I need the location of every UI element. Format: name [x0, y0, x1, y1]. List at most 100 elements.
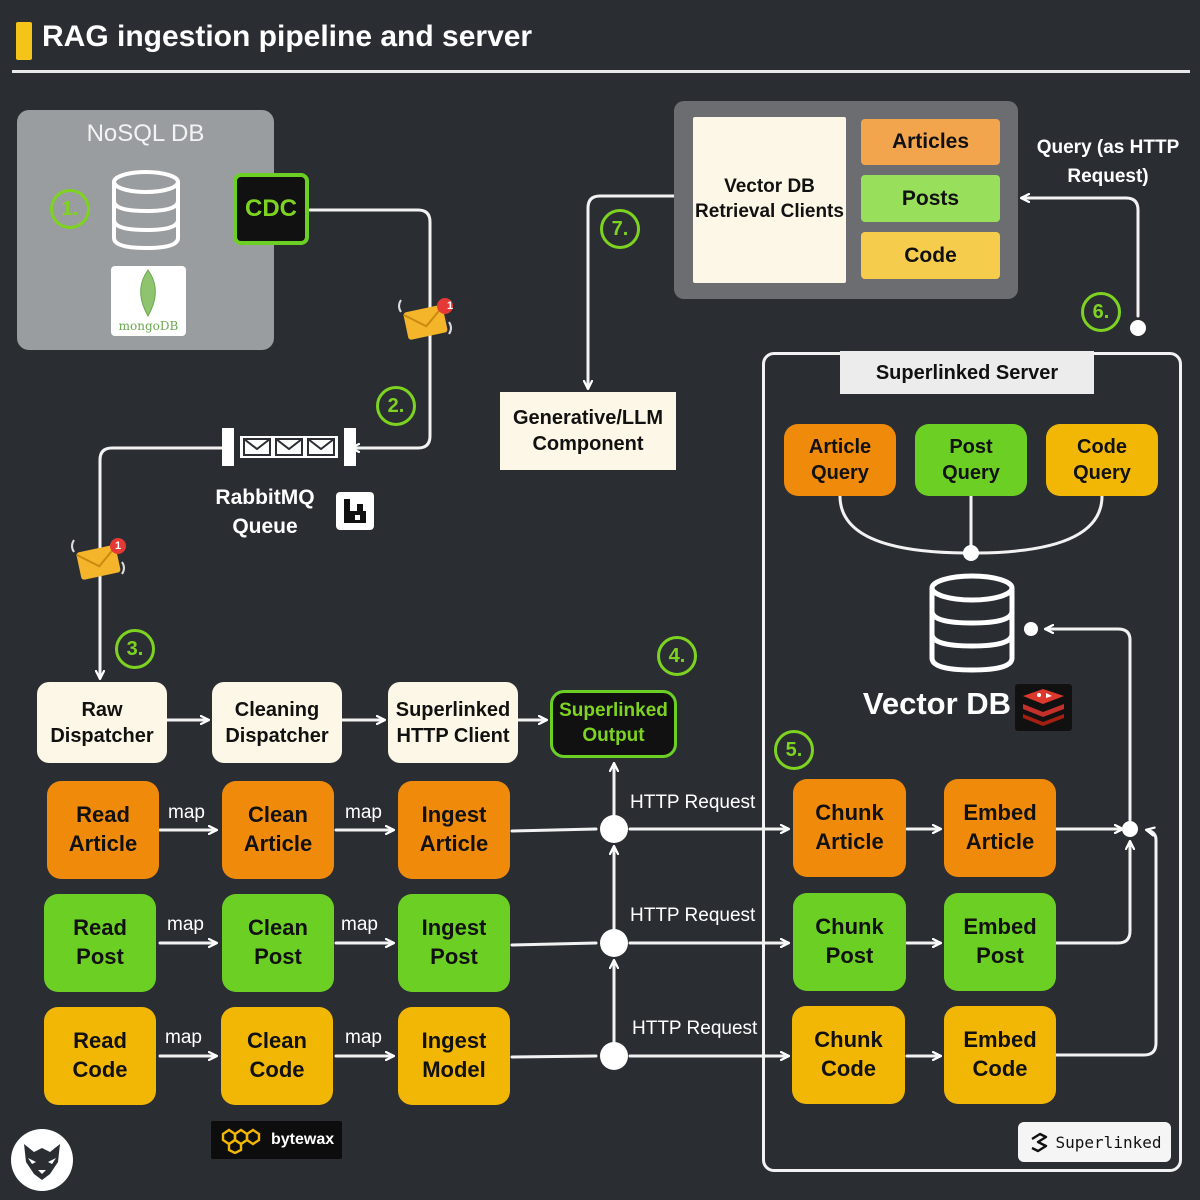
superlinked-logo: Superlinked: [1018, 1122, 1171, 1162]
superlinked-server-title: Superlinked Server: [875, 361, 1059, 384]
posts-client-box: Posts: [861, 175, 1000, 222]
chunk-code-box: Chunk Code: [792, 1006, 905, 1104]
step-7-badge: 7.: [600, 209, 640, 249]
http-client-line1: Superlinked: [395, 698, 511, 721]
chunk-article-line2: Article: [815, 829, 884, 854]
chunk-code-line2: Code: [821, 1056, 876, 1081]
rabbitmq-label-2: Queue: [232, 515, 298, 538]
queue-to-dispatcher-path: [100, 446, 224, 678]
map-label: map: [167, 914, 204, 935]
clean-post-box: Clean Post: [222, 894, 334, 992]
embed-code-box: Embed Code: [944, 1006, 1056, 1104]
embed-post-box: Embed Post: [944, 893, 1056, 991]
code-query-line1: Code: [1077, 436, 1127, 458]
post-query-line2: Query: [942, 462, 1000, 484]
map-label: map: [345, 802, 382, 823]
ingest-article-box: Ingest Article: [398, 781, 510, 879]
bytewax-logo: bytewax: [211, 1121, 342, 1159]
clean-post-line1: Clean: [248, 915, 308, 941]
ingest-model-line2: Model: [422, 1057, 486, 1082]
rabbitmq-logo-icon: [336, 492, 374, 530]
embed-article-line1: Embed: [963, 800, 1037, 826]
map-label: map: [341, 914, 378, 935]
bytewax-wordmark: bytewax: [271, 1131, 335, 1148]
mongodb-wordmark: mongoDB: [118, 319, 179, 333]
embed-article-box: Embed Article: [944, 779, 1056, 877]
superlinked-server-title-box: Superlinked Server: [840, 351, 1094, 394]
llm-line2: Component: [532, 433, 644, 455]
ingest-post-line2: Post: [430, 944, 478, 969]
chunk-post-line1: Chunk: [815, 914, 884, 940]
code-client-box: Code: [861, 232, 1000, 279]
code-query-link: [975, 494, 1104, 555]
mongodb-leaf-icon: [140, 269, 156, 318]
chunk-post-line2: Post: [825, 943, 874, 968]
raw-dispatcher-line1: Raw: [81, 698, 123, 721]
llm-line1: Generative/LLM: [512, 407, 664, 429]
cleaning-dispatcher-box: Cleaning Dispatcher: [212, 682, 342, 763]
page-title: RAG ingestion pipeline and server: [42, 20, 533, 53]
embed-code-line2: Code: [972, 1056, 1028, 1081]
embed-article-line2: Article: [965, 829, 1035, 854]
message-envelope-icon: [71, 538, 126, 580]
rabbitmq-label-1: RabbitMQ: [215, 486, 315, 509]
retrieval-to-llm-path: [588, 194, 676, 388]
title-accent-bar: [16, 22, 32, 60]
step-2-badge: 2.: [376, 386, 416, 426]
superlinked-logo-icon: [1030, 1132, 1047, 1153]
http-request-label: HTTP Request: [630, 905, 756, 926]
read-article-box: Read Article: [47, 781, 159, 879]
vector-db-label: Vector DB: [862, 686, 1012, 721]
redis-logo-icon: [1015, 684, 1072, 731]
step-5-badge: 5.: [774, 730, 814, 770]
map-label: map: [345, 1027, 382, 1048]
superlinked-output-box: Superlinked Output: [550, 690, 677, 758]
ingest-article-line2: Article: [419, 831, 489, 856]
llm-component-box: Generative/LLM Component: [500, 392, 676, 470]
code-query-box: Code Query: [1046, 424, 1158, 496]
retrieval-clients-line1: Vector DB: [724, 176, 815, 198]
cdc-label: CDC: [245, 195, 297, 222]
read-post-line1: Read: [73, 915, 127, 941]
wolf-logo-icon: [11, 1129, 73, 1191]
map-label: map: [165, 1027, 202, 1048]
step-6-badge: 6.: [1081, 292, 1121, 332]
clean-code-box: Clean Code: [221, 1007, 333, 1105]
ingest-post-line1: Ingest: [421, 915, 487, 941]
query-label-2: Request): [1067, 166, 1149, 187]
http-client-line2: HTTP Client: [396, 724, 510, 747]
query-request-path: [1022, 198, 1140, 318]
clean-code-line2: Code: [249, 1057, 305, 1082]
http-client-box: Superlinked HTTP Client: [388, 682, 518, 763]
step-3-badge: 3.: [115, 629, 155, 669]
clean-article-line1: Clean: [248, 802, 308, 828]
map-label: map: [168, 802, 205, 823]
ingest-post-box: Ingest Post: [398, 894, 510, 992]
article-query-line1: Article: [808, 436, 872, 458]
clean-post-line2: Post: [254, 944, 302, 969]
article-query-link: [838, 494, 967, 555]
read-code-box: Read Code: [44, 1007, 156, 1105]
read-article-line1: Read: [76, 802, 130, 828]
read-code-line1: Read: [73, 1028, 127, 1054]
cleaning-dispatcher-line2: Dispatcher: [225, 724, 329, 747]
chunk-article-box: Chunk Article: [793, 779, 906, 877]
clean-article-box: Clean Article: [222, 781, 334, 879]
http-request-label: HTTP Request: [630, 792, 756, 813]
step-1-badge: 1.: [50, 189, 90, 229]
clean-code-line1: Clean: [247, 1028, 307, 1054]
embed-post-line1: Embed: [963, 914, 1037, 940]
raw-dispatcher-line2: Dispatcher: [50, 724, 154, 747]
envelope-badge-2: 1: [114, 540, 122, 552]
posts-client-label: Posts: [901, 186, 960, 210]
superlinked-logo-text: Superlinked: [1055, 1132, 1162, 1152]
queue-icon: [222, 428, 356, 466]
bytewax-honeycomb-icon: [221, 1128, 261, 1154]
clean-article-line2: Article: [243, 831, 313, 856]
ingest-article-line1: Ingest: [421, 802, 487, 828]
query-label-1: Query (as HTTP: [1036, 137, 1180, 158]
retrieval-clients-box: Vector DB Retrieval Clients: [693, 117, 846, 283]
article-query-box: Article Query: [784, 424, 896, 496]
step-4-badge: 4.: [657, 636, 697, 676]
